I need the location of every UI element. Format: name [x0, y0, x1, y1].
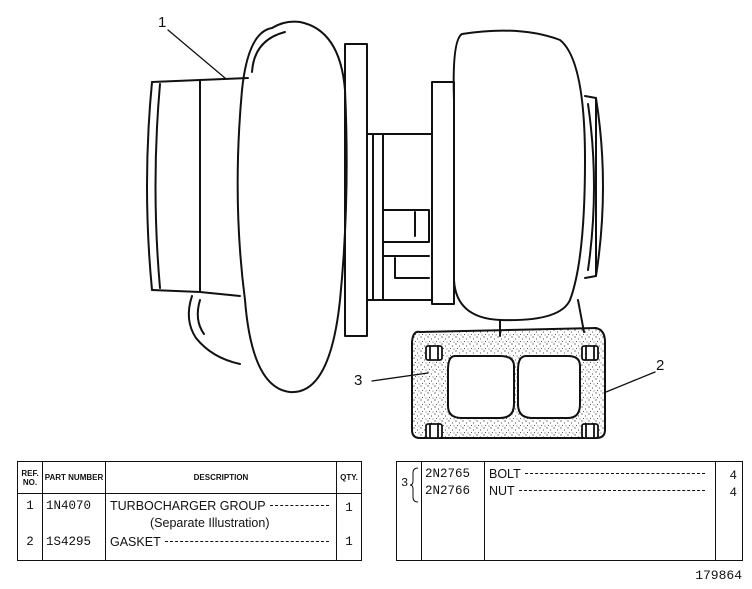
leader-dots [518, 489, 705, 491]
table-row-ref: 1 [26, 499, 34, 513]
table-row-description: TURBOCHARGER GROUP [110, 498, 333, 515]
qty-column: 1 1 [336, 493, 362, 561]
brace-icon [410, 467, 419, 503]
column-divider [715, 462, 716, 560]
table-row-part-number: 1N4070 [46, 499, 92, 513]
table-row-qty: 4 [729, 469, 737, 483]
description-header: DESCRIPTION [105, 461, 337, 494]
table-row-qty: 1 [345, 535, 353, 549]
leader-dots [164, 541, 329, 542]
figure-number: 179864 [695, 568, 742, 583]
column-divider [421, 462, 422, 560]
leader-dots [524, 472, 705, 474]
callout-1: 1 [158, 14, 167, 31]
table-row-description: BOLT [489, 467, 709, 481]
column-divider [484, 462, 485, 560]
part-number-header: PART NUMBER [42, 461, 106, 494]
qty-header: QTY. [336, 461, 362, 494]
hardware-parts-table: 3 2N2765 2N2766 BOLT NUT 4 4 [396, 461, 743, 561]
ref-column: 1 2 [17, 493, 43, 561]
description-text: BOLT [489, 467, 521, 481]
leader-dots [269, 505, 329, 506]
table-row-part-number: 1S4295 [46, 535, 92, 549]
description-text: NUT [489, 484, 515, 498]
parts-table: REF. NO. PART NUMBER DESCRIPTION QTY. 1 … [17, 461, 362, 561]
ref-no-header: REF. NO. [17, 461, 43, 494]
turbocharger-illustration [146, 20, 656, 439]
part-number-column: 1N4070 1S4295 [42, 493, 106, 561]
description-column: TURBOCHARGER GROUP (Separate Illustratio… [105, 493, 337, 561]
table-row-description: GASKET [110, 534, 333, 551]
table-row-description: NUT [489, 484, 709, 498]
table-row-part-number: 2N2766 [425, 484, 471, 498]
table-row-part-number: 2N2765 [425, 467, 471, 481]
description-text: GASKET [110, 535, 161, 549]
description-subtext: (Separate Illustration) [150, 516, 270, 530]
callout-2: 2 [656, 357, 665, 374]
table-row-qty: 4 [729, 486, 737, 500]
table-row-ref: 2 [26, 535, 34, 549]
callout-3: 3 [354, 372, 363, 389]
group-ref: 3 [401, 476, 409, 490]
table-row-qty: 1 [345, 501, 353, 515]
description-text: TURBOCHARGER GROUP [110, 499, 266, 513]
